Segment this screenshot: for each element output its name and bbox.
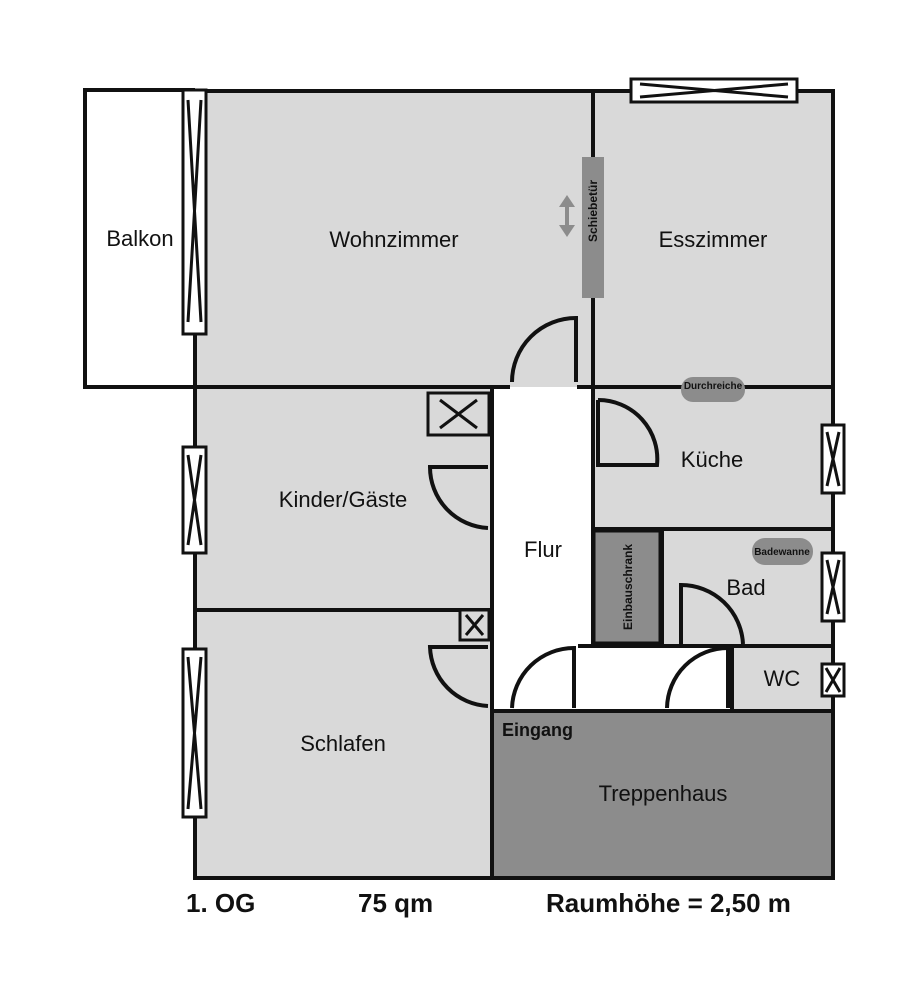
label-schlafen: Schlafen: [300, 731, 386, 756]
label-eingang: Eingang: [502, 720, 573, 740]
label-esszimmer: Esszimmer: [659, 227, 768, 252]
label-kinder: Kinder/Gäste: [279, 487, 407, 512]
durchreiche-pill: [681, 377, 745, 402]
area-label: 75 qm: [358, 888, 434, 918]
doors: [427, 315, 745, 709]
label-bad: Bad: [726, 575, 765, 600]
room-schlafen: [195, 610, 492, 878]
label-badewanne: Badewanne: [754, 547, 810, 558]
label-treppenhaus: Treppenhaus: [599, 781, 728, 806]
label-durchreiche: Durchreiche: [684, 381, 743, 392]
height-label: Raumhöhe = 2,50 m: [546, 888, 791, 918]
floor-label: 1. OG: [186, 888, 256, 918]
label-balkon: Balkon: [106, 226, 173, 251]
room-treppenhaus: [492, 711, 833, 878]
sliding-door-arrow-icon: [559, 195, 575, 237]
label-wohnzimmer: Wohnzimmer: [329, 227, 458, 252]
room-wc: [732, 646, 833, 709]
room-balkon: [85, 90, 195, 387]
room-wohnzimmer: [195, 91, 593, 387]
label-schiebetuer: Schiebetür: [586, 180, 600, 242]
room-esszimmer: [593, 91, 833, 387]
chimneys: [426, 391, 491, 642]
windows: [181, 77, 846, 819]
label-flur: Flur: [524, 537, 562, 562]
label-einbauschrank: Einbauschrank: [621, 544, 635, 630]
sliding-door: [582, 157, 604, 298]
label-wc: WC: [764, 666, 801, 691]
walls: [83, 88, 835, 880]
badewanne-pill: [752, 538, 813, 565]
label-kueche: Küche: [681, 447, 743, 472]
